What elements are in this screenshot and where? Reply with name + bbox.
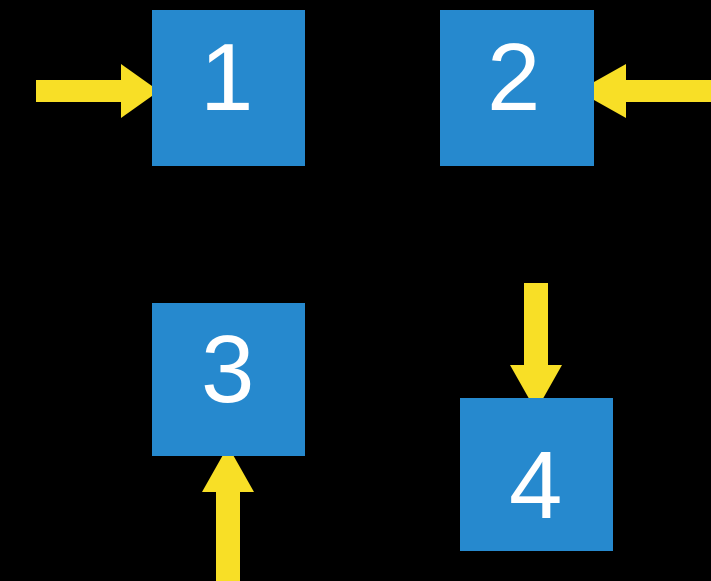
- arrow-right-polygon: [36, 64, 159, 118]
- arrow-up-polygon: [202, 446, 254, 581]
- arrow-left-polygon: [578, 64, 711, 118]
- arrow-into-node-3: [202, 446, 254, 581]
- arrow-down-polygon: [510, 283, 562, 411]
- node-box-3[interactable]: [152, 303, 305, 456]
- node-label-1: 1: [200, 24, 254, 131]
- node-label-2: 2: [487, 24, 541, 131]
- arrow-into-node-2: [578, 64, 711, 118]
- node-box-1[interactable]: [152, 10, 305, 166]
- arrow-into-node-1: [36, 64, 159, 118]
- node-label-3: 3: [201, 316, 255, 423]
- node-label-4: 4: [509, 432, 563, 539]
- arrow-into-node-4: [510, 283, 562, 411]
- node-box-4[interactable]: [460, 398, 613, 551]
- node-box-2[interactable]: [440, 10, 594, 166]
